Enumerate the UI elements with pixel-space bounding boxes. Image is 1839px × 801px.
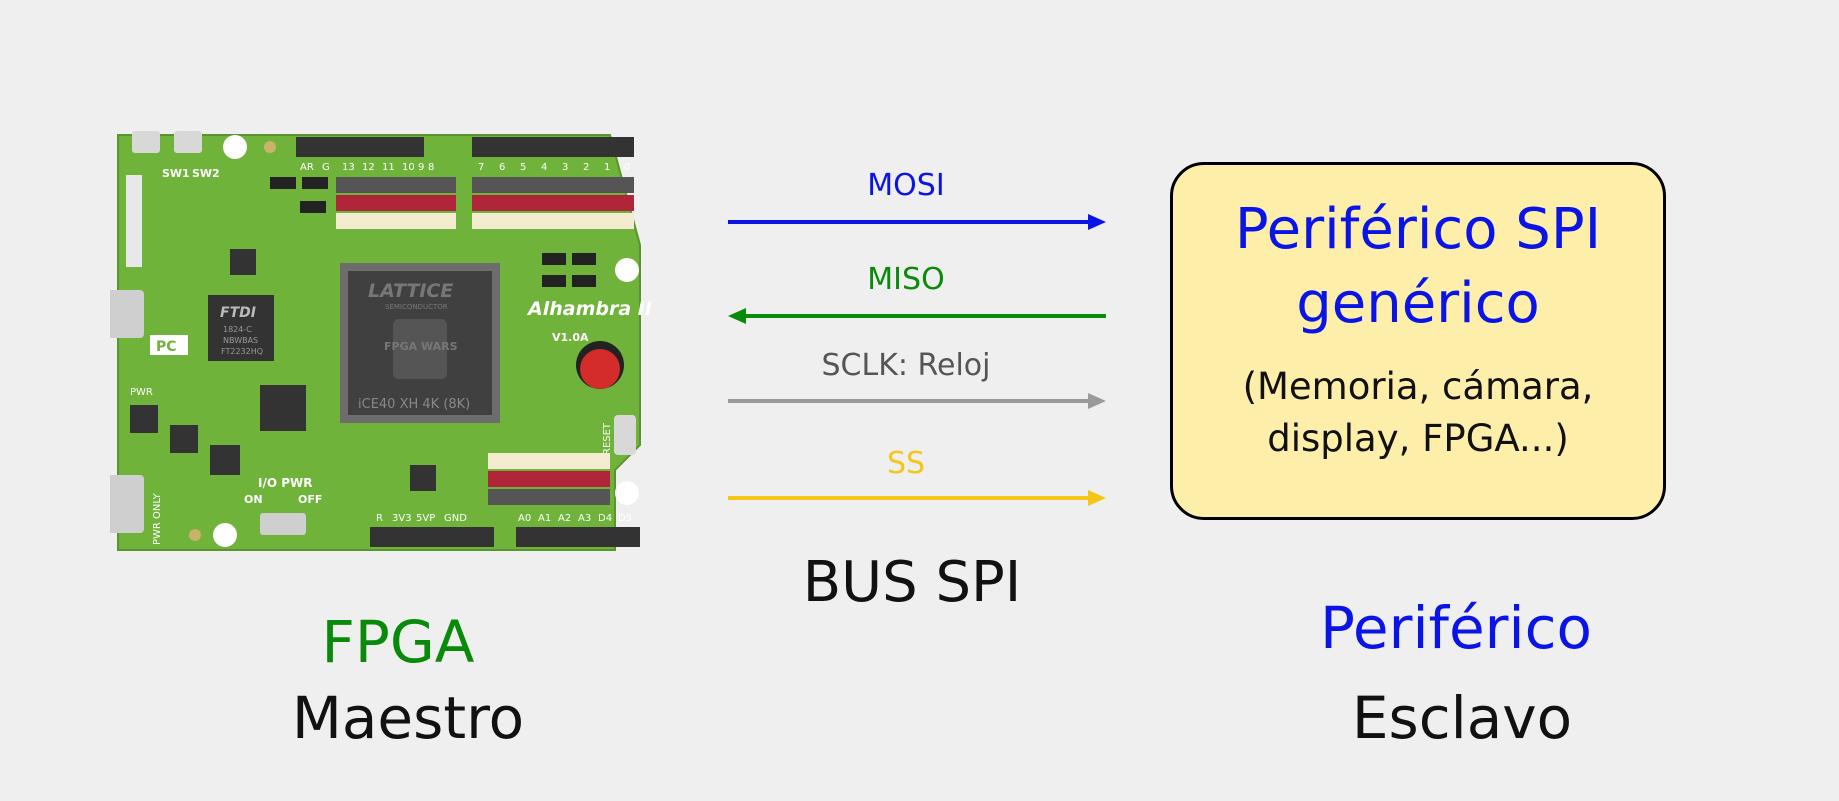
board-version: V1.0A [552,331,589,344]
pc-label: PC [156,339,177,355]
sclk-label: SCLK: Reloj [821,348,991,383]
pin-label: D4 [598,513,612,524]
pin-label: 8 [428,162,434,173]
bus-label: BUS SPI [802,550,1022,615]
pin-label: 3V3 [392,513,412,524]
chip-brand: LATTICE [368,280,453,302]
mosi-arrow [728,214,1106,230]
miso-arrow [728,308,1106,324]
pin-label: 11 [382,162,395,173]
pin-label: D5 [618,513,632,524]
off-label: OFF [298,493,322,506]
miso-label: MISO [867,262,945,297]
slave-peripheral-box: Periférico SPI genérico (Memoria, cámara… [1170,162,1666,520]
sclk-arrow [728,393,1106,409]
ss-arrow [728,490,1106,506]
pin-label: A0 [518,513,531,524]
pin-label: 7 [478,162,484,173]
pin-label: AR [300,162,314,173]
pin-label: 2 [583,162,589,173]
ss-label: SS [886,446,926,481]
reset-label: RESET [602,422,613,455]
pin-label: 5VP [416,513,435,524]
ftdi-sub2: NBWBAS [223,336,258,345]
pwr-label: PWR [130,387,153,398]
pin-label: GND [444,513,467,524]
pin-label: 9 [418,162,424,173]
ftdi-sub3: FT2232HQ [221,347,263,356]
pin-label: 12 [362,162,375,173]
ftdi-sub1: 1824-C [223,325,252,334]
slave-box-title-line2: genérico [1296,271,1540,336]
master-role-label: FPGA [321,608,475,676]
on-label: ON [244,493,263,506]
slave-box-sub-line1: (Memoria, cámara, [1242,365,1594,408]
chip-model: iCE40 XH 4K (8K) [358,397,470,412]
pin-label: A2 [558,513,571,524]
io-pwr-label: I/O PWR [258,476,313,490]
slave-box-sub-line2: display, FPGA...) [1267,417,1569,460]
pin-label: 3 [562,162,568,173]
sw1-label: SW1 [162,167,190,180]
pin-label: G [322,162,330,173]
pin-label: A3 [578,513,591,524]
mosi-label: MOSI [867,168,945,203]
pwr-only-label: PWR ONLY [152,492,163,545]
pin-label: R [376,513,383,524]
slave-box-title-line1: Periférico SPI [1234,197,1602,262]
sw2-label: SW2 [192,167,220,180]
chip-logo: FPGA WARS [384,340,458,353]
pin-label: A1 [538,513,551,524]
pin-label: 1 [604,162,610,173]
slave-type-label: Esclavo [1351,684,1573,752]
pin-label: 5 [520,162,526,173]
pin-label: 0 [624,162,630,173]
pin-label: 6 [499,162,505,173]
chip-brand-sub: SEMICONDUCTOR [385,303,448,311]
pin-label: 13 [342,162,355,173]
board-name: Alhambra II [526,298,652,320]
slave-role-label: Periférico [1320,594,1592,662]
master-type-label: Maestro [291,684,525,752]
slave-box-title: Periférico SPI genérico [1173,193,1663,341]
alhambra-board-image: AR G 13 12 11 10 9 8 7 6 5 4 3 2 1 0 SW1… [110,131,652,551]
pin-label: 4 [541,162,547,173]
slave-box-subtitle: (Memoria, cámara, display, FPGA...) [1173,361,1663,465]
pin-label: 10 [402,162,415,173]
ftdi-label: FTDI [220,305,256,321]
